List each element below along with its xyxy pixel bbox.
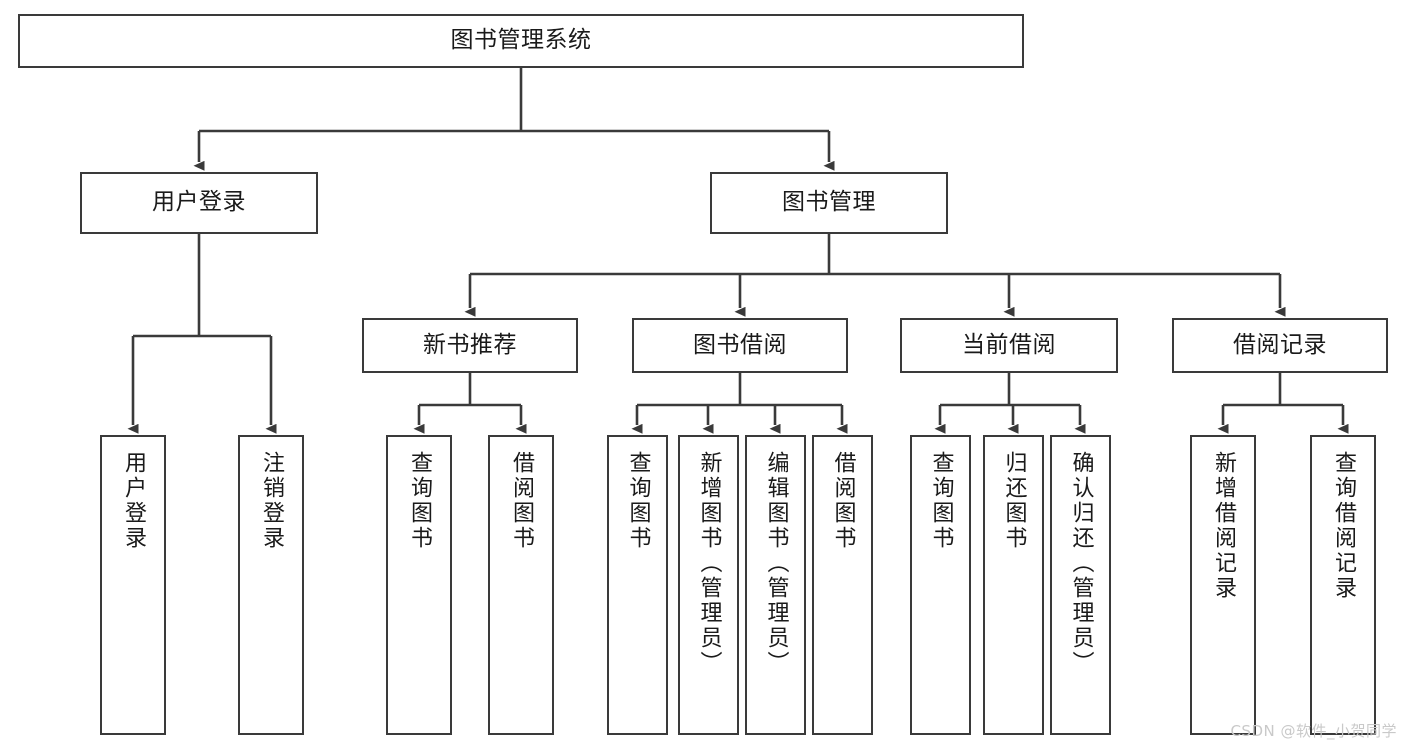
leaf-return-book[interactable]: 归还图书	[983, 435, 1044, 735]
leaf-user-login[interactable]: 用户登录	[100, 435, 166, 735]
node-book-borrow-label: 图书借阅	[693, 331, 787, 358]
leaf-confirm-return-admin[interactable]: 确认归还（管理员）	[1050, 435, 1111, 735]
node-borrow-records-label: 借阅记录	[1233, 331, 1327, 358]
node-current-borrow-label: 当前借阅	[962, 331, 1056, 358]
node-new-book-recommend-label: 新书推荐	[423, 331, 517, 358]
leaf-edit-book-admin-label: 编辑图书（管理员）	[763, 451, 789, 676]
node-new-book-recommend[interactable]: 新书推荐	[362, 318, 578, 373]
leaf-borrow-book-label: 借阅图书	[830, 451, 856, 551]
leaf-user-login-label: 用户登录	[121, 451, 146, 551]
csdn-watermark: CSDN @软件_小贺同学	[1230, 722, 1397, 740]
leaf-logout-label: 注销登录	[259, 451, 284, 551]
leaf-add-borrow-record[interactable]: 新增借阅记录	[1190, 435, 1256, 735]
node-borrow-records[interactable]: 借阅记录	[1172, 318, 1388, 373]
leaf-add-borrow-record-label: 新增借阅记录	[1211, 451, 1236, 601]
leaf-query-book-borrow-label: 查询图书	[625, 451, 651, 551]
leaf-borrow-book[interactable]: 借阅图书	[812, 435, 873, 735]
leaf-query-book-current-label: 查询图书	[928, 451, 954, 551]
leaf-borrow-book-recommend-label: 借阅图书	[509, 451, 534, 551]
node-root-label: 图书管理系统	[450, 27, 592, 54]
leaf-add-book-admin[interactable]: 新增图书（管理员）	[678, 435, 739, 735]
node-user-login[interactable]: 用户登录	[80, 172, 318, 234]
leaf-query-borrow-record-label: 查询借阅记录	[1331, 451, 1356, 601]
leaf-return-book-label: 归还图书	[1001, 451, 1027, 551]
node-current-borrow[interactable]: 当前借阅	[900, 318, 1118, 373]
leaf-query-book-recommend[interactable]: 查询图书	[386, 435, 452, 735]
leaf-edit-book-admin[interactable]: 编辑图书（管理员）	[745, 435, 806, 735]
leaf-query-book-current[interactable]: 查询图书	[910, 435, 971, 735]
node-book-borrow[interactable]: 图书借阅	[632, 318, 848, 373]
leaf-query-book-borrow[interactable]: 查询图书	[607, 435, 668, 735]
node-book-management-label: 图书管理	[782, 189, 876, 216]
leaf-query-book-recommend-label: 查询图书	[407, 451, 432, 551]
leaf-logout[interactable]: 注销登录	[238, 435, 304, 735]
leaf-borrow-book-recommend[interactable]: 借阅图书	[488, 435, 554, 735]
node-root[interactable]: 图书管理系统	[18, 14, 1024, 68]
node-book-management[interactable]: 图书管理	[710, 172, 948, 234]
node-user-login-label: 用户登录	[152, 189, 246, 216]
leaf-add-book-admin-label: 新增图书（管理员）	[696, 451, 722, 676]
leaf-confirm-return-admin-label: 确认归还（管理员）	[1068, 451, 1094, 676]
leaf-query-borrow-record[interactable]: 查询借阅记录	[1310, 435, 1376, 735]
